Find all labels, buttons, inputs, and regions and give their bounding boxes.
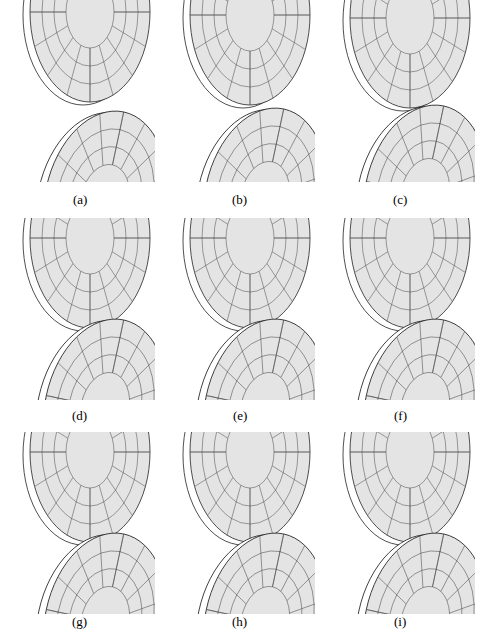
- subfigure-label: (a): [73, 192, 87, 208]
- subfigure-label: (g): [72, 614, 87, 630]
- subfigure-label: (c): [393, 192, 407, 208]
- subfigure-label: (b): [232, 192, 247, 208]
- subfigure-label: (e): [233, 408, 247, 424]
- subfigure-label: (h): [232, 614, 247, 630]
- subfigure-label: (i): [394, 614, 406, 630]
- subfigure-label: (f): [394, 408, 407, 424]
- subfigure-label: (d): [72, 408, 87, 424]
